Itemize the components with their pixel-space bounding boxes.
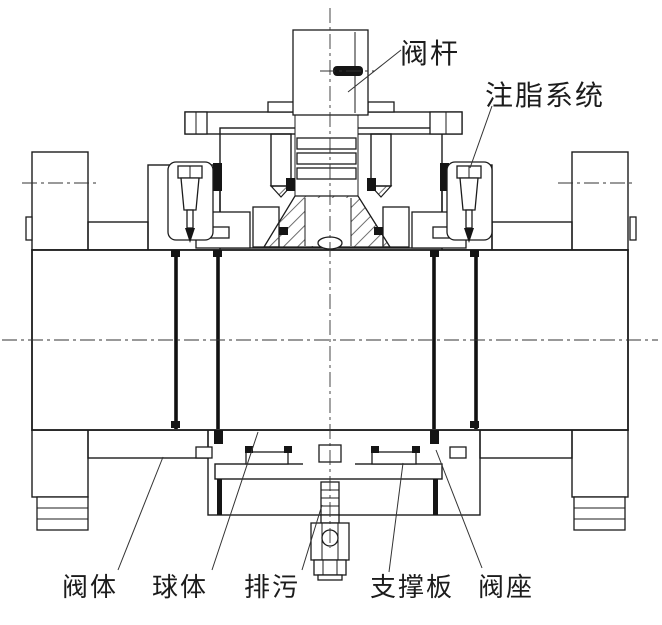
body-top-band-left [87,221,149,251]
centerlines [2,8,658,548]
drain-valve [303,441,355,581]
bonnet-seal-right [440,163,449,191]
label-ball: 球体 [152,573,208,602]
label-grease-system: 注脂系统 [485,80,605,112]
label-seat: 阀座 [478,573,534,602]
trunnion-pocket-right [382,206,410,248]
seat-support-boss-left [245,451,289,465]
grease-injector-right [446,161,493,243]
right-flange-notch [629,216,637,241]
injector-tip-right [464,228,474,243]
right-top-flange-ear [571,151,629,251]
left-bottom-flange-ear [31,429,89,498]
right-bottom-flange-ear [571,429,629,498]
leader-lines [117,49,493,573]
right-flange-face [573,496,626,531]
valve-stem [262,29,392,250]
left-flange-face [36,496,89,531]
leader-grease-system [469,105,493,169]
leader-seat [435,449,483,569]
stem-trunnion [262,195,392,250]
seat-support-boss-right [371,451,417,465]
leader-drain [301,504,323,571]
body-top-band-right [491,221,573,251]
grease-injector-left [167,161,214,243]
body-bottom-band-right [479,429,573,459]
label-drain: 排污 [244,573,300,602]
body-bottom-band-left [87,429,209,459]
injector-tip-left [185,228,195,243]
leader-ball [211,431,259,571]
label-stem: 阀杆 [400,38,460,70]
label-body: 阀体 [62,573,118,602]
label-support-plate: 支撑板 [370,573,454,602]
stem-packing [286,137,376,191]
leader-support-plate [388,462,404,573]
left-top-flange-ear [31,151,89,251]
drain-nut [313,559,347,576]
left-flange-notch [25,216,33,241]
bonnet-seal-left [213,163,222,191]
leader-body [117,456,164,571]
leader-stem [347,49,402,93]
part-labels: 阀杆 注脂系统 阀体 球体 排污 支撑板 阀座 [62,38,605,602]
